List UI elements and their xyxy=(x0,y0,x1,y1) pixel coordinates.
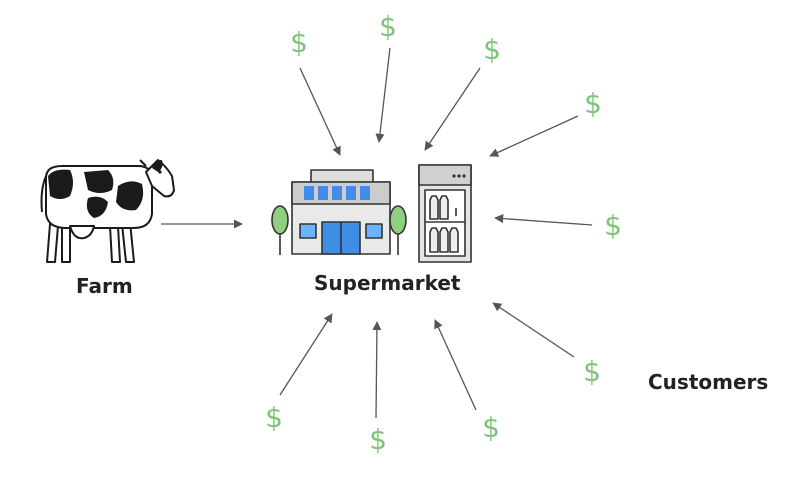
money-arrow xyxy=(424,67,481,151)
dollar-sign-icon: $ xyxy=(482,411,500,444)
farm-label: Farm xyxy=(76,274,133,298)
dollar-sign-icon: $ xyxy=(583,355,601,388)
customers-label: Customers xyxy=(648,370,769,394)
money-arrow xyxy=(434,319,477,411)
money-arrow xyxy=(375,47,391,143)
store-building-icon xyxy=(271,169,407,255)
money-arrow xyxy=(279,313,333,396)
dollar-sign-icon: $ xyxy=(483,33,501,66)
dollar-sign-icon: $ xyxy=(604,209,622,242)
money-arrow xyxy=(489,115,579,157)
dollar-sign-icon: $ xyxy=(265,401,283,434)
dollar-sign-icon: $ xyxy=(290,26,308,59)
dollar-sign-icon: $ xyxy=(369,423,387,456)
money-arrow xyxy=(492,302,575,358)
supermarket-label: Supermarket xyxy=(314,271,461,295)
dollar-sign-icon: $ xyxy=(584,87,602,120)
money-arrow xyxy=(372,321,382,419)
dollar-sign-icon: $ xyxy=(379,10,397,43)
milk-fridge-icon xyxy=(418,164,472,263)
money-arrow xyxy=(299,67,341,156)
money-arrow xyxy=(494,214,593,226)
cow-icon xyxy=(40,159,175,263)
